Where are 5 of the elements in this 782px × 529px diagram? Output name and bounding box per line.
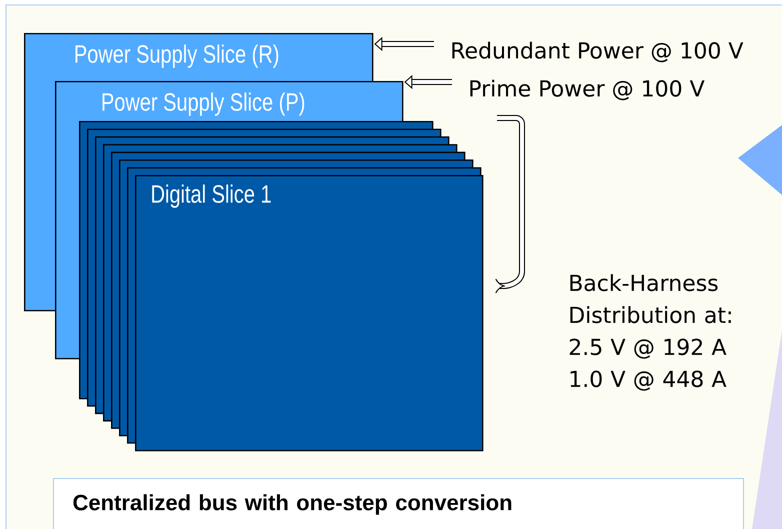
- caption-box: Centralized bus with one-step conversion: [53, 478, 744, 529]
- power-label: Redundant Power @ 100 V: [452, 42, 744, 62]
- distribution-label: Back-Harness Distribution at: 2.5 V @ 192 A 1.0 V @ 448 A: [570, 274, 731, 391]
- digital-slice: Digital Slice 1: [135, 174, 484, 452]
- power-label: Prime Power @ 100 V: [470, 80, 705, 100]
